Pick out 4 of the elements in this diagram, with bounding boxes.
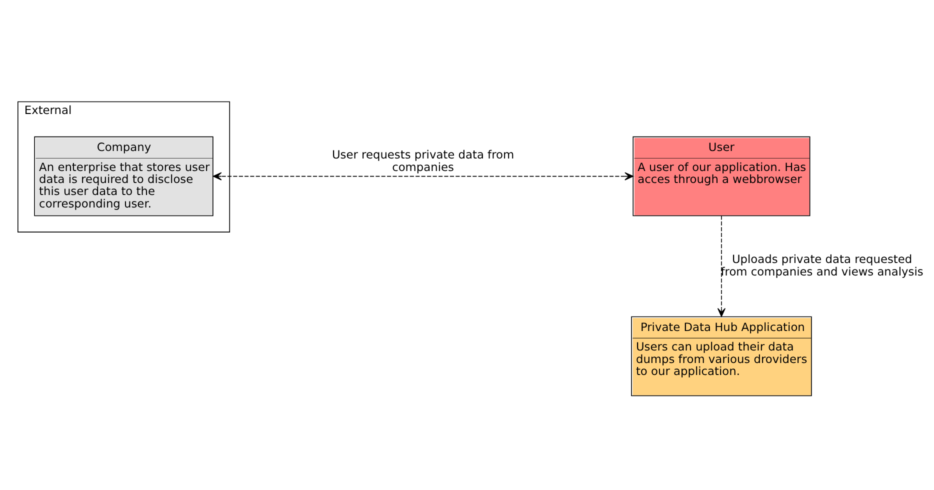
edge-label: Uploads private data requested from companies and views analysis (720, 252, 924, 278)
arrow (717, 214, 726, 316)
edge-label: User requests private data from companies (332, 147, 514, 174)
arrow (212, 172, 634, 180)
